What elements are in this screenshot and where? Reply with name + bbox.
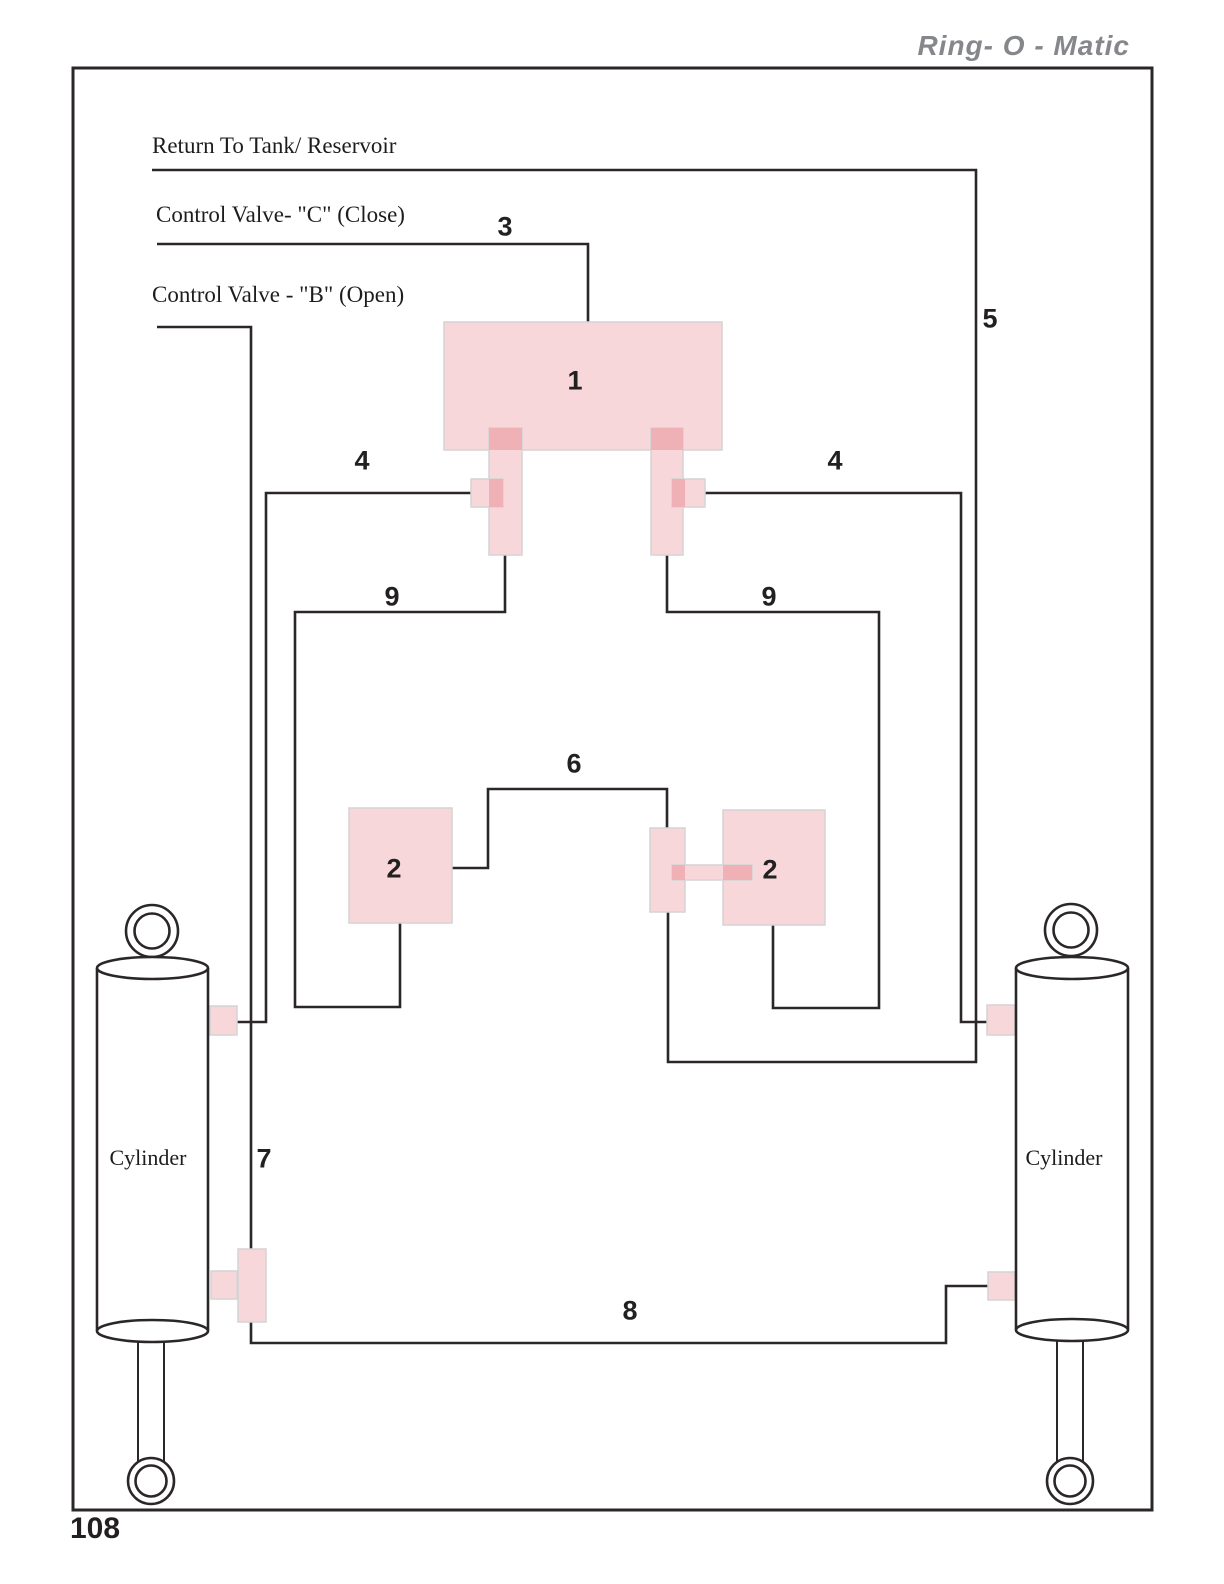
diagram-border [71, 66, 1154, 1512]
callout-6: 6 [566, 748, 582, 779]
cylinder-right-top-cap [1014, 955, 1130, 981]
overlap-connector-left [672, 865, 685, 880]
cylinder-left-bottom-cap [95, 1318, 210, 1344]
callout-1-pump: 1 [567, 365, 583, 396]
overlap-connector-right [723, 865, 752, 880]
line-return-to-tank-5 [152, 168, 978, 1064]
line-9-left [293, 550, 507, 1009]
line-8-bottom [249, 1284, 989, 1345]
label-control-valve-c: Control Valve- "C" (Close) [156, 202, 405, 227]
brand-logo-text: Ring- O - Matic [917, 30, 1130, 61]
callout-2-valve-left: 2 [386, 853, 402, 884]
callout-5: 5 [982, 303, 998, 334]
page-number: 108 [70, 1512, 121, 1545]
line-4-right [684, 491, 988, 1024]
callout-9-right: 9 [761, 581, 777, 612]
cylinder-right-bottom-port [987, 1271, 1016, 1301]
cylinder-left-top-cap [95, 955, 210, 981]
callout-4-left: 4 [354, 445, 370, 476]
callout-9-left: 9 [384, 581, 400, 612]
cylinder-left-label: Cylinder [109, 1145, 187, 1170]
overlap-fitting-right [672, 479, 685, 507]
label-control-valve-b: Control Valve - "B" (Open) [152, 282, 405, 307]
callout-7: 7 [256, 1143, 272, 1174]
cylinder-left-bottom-fitting [237, 1248, 267, 1323]
cylinder-right-bottom-eye-inner [1053, 1464, 1087, 1498]
cylinder-right-top-eye-inner [1052, 911, 1090, 949]
line-6 [451, 787, 669, 870]
cylinder-right-bottom-cap [1014, 1317, 1130, 1343]
cylinder-right-rod [1056, 1329, 1084, 1466]
cylinder-left-top-port [209, 1005, 238, 1036]
callout-8: 8 [622, 1295, 638, 1326]
cylinder-left-rod [137, 1330, 165, 1467]
line-control-valve-b-7 [157, 325, 253, 1250]
cylinder-left-body-fill [97, 968, 208, 1331]
cylinder-right-top-port [986, 1004, 1016, 1036]
callout-4-right: 4 [827, 445, 843, 476]
line-control-valve-c-3 [157, 242, 590, 324]
cylinder-left-bottom-eye-inner [134, 1464, 168, 1498]
callout-3: 3 [497, 211, 513, 242]
cylinder-left-bottom-port [210, 1270, 238, 1300]
cylinder-right-body-fill [1016, 968, 1128, 1330]
line-9-right [665, 550, 881, 1010]
cylinder-left-top-eye-inner [133, 912, 171, 950]
overlap-pump-bar-right [651, 428, 683, 450]
cylinder-right-label: Cylinder [1025, 1145, 1103, 1170]
valve-block-left-2 [348, 807, 453, 924]
label-return-to-tank: Return To Tank/ Reservoir [152, 133, 397, 158]
line-4-left [236, 491, 489, 1024]
overlap-pump-bar-left [489, 428, 522, 450]
callout-2-valve-right: 2 [762, 854, 778, 885]
overlap-fitting-left [489, 479, 503, 507]
